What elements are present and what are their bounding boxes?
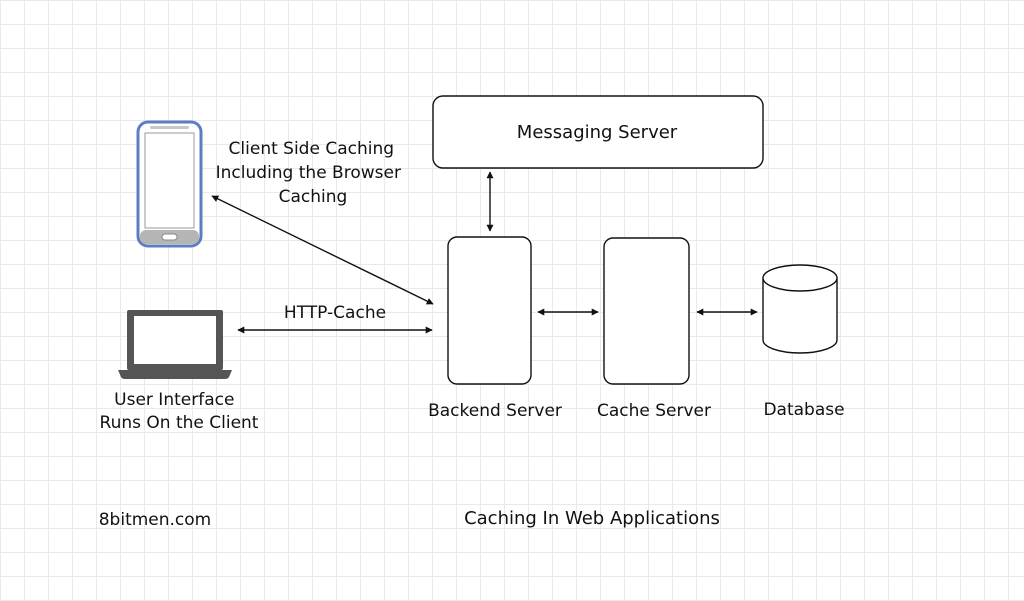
brand-text: 8bitmen.com: [99, 510, 212, 530]
diagram-title: Caching In Web Applications: [464, 508, 720, 529]
cache-server-node: Cache Server: [597, 237, 711, 421]
messaging-server-label: Messaging Server: [517, 122, 678, 143]
smartphone-icon: [136, 120, 203, 248]
backend-server-node: Backend Server: [428, 236, 562, 421]
messaging-server-node: Messaging Server: [432, 95, 764, 169]
edge-phone-backend: [211, 195, 434, 305]
laptop-icon: [118, 310, 232, 379]
database-label: Database: [763, 400, 844, 420]
database-node: Database: [762, 264, 845, 420]
cache-server-label: Cache Server: [597, 401, 711, 421]
backend-server-label: Backend Server: [428, 401, 562, 421]
database-icon: [762, 278, 838, 354]
client-side-caching-label: Client Side Caching Including the Browse…: [216, 139, 407, 207]
user-interface-label: User Interface Runs On the Client: [100, 390, 259, 433]
http-cache-label: HTTP-Cache: [284, 303, 386, 323]
